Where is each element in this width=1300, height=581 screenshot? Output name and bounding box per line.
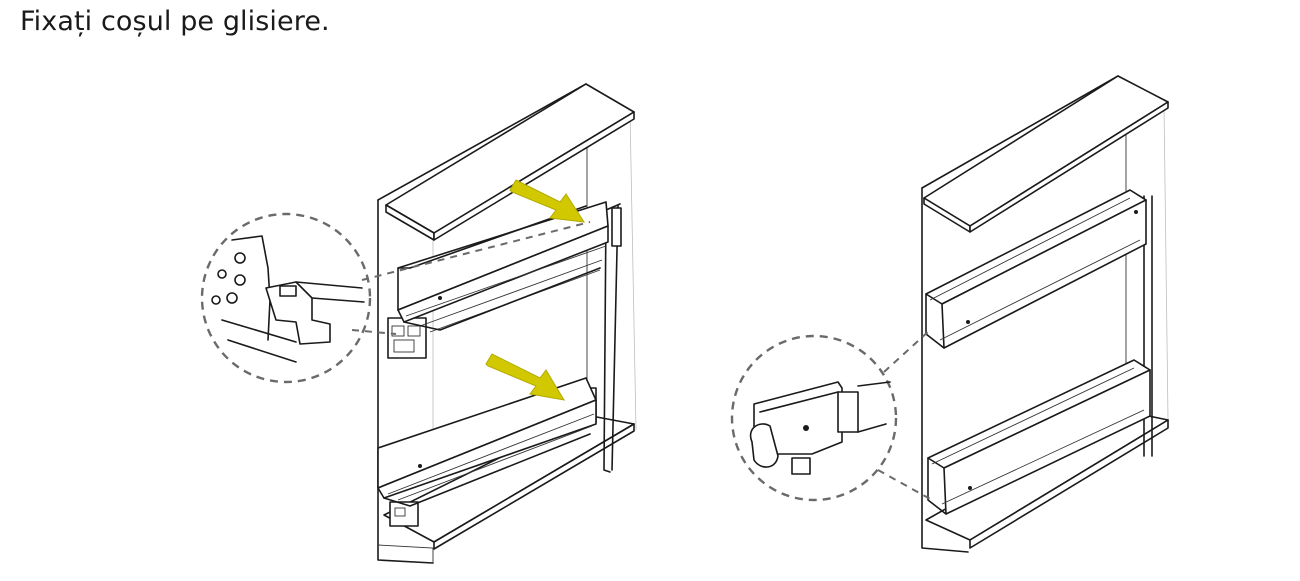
clip-detail — [265, 281, 331, 345]
right-cabinet — [921, 75, 1169, 553]
left-lower-basket — [377, 377, 597, 507]
right-upper-basket — [925, 189, 1147, 349]
right-detail-callout — [730, 329, 933, 502]
left-upper-basket — [397, 201, 609, 333]
right-lower-basket — [927, 359, 1151, 515]
insert-arrow-lower — [485, 353, 565, 401]
insert-arrow-upper — [509, 179, 585, 223]
left-detail-callout — [200, 212, 591, 384]
left-cabinet — [377, 83, 637, 564]
instruction-text: Fixați coșul pe glisiere. — [20, 6, 330, 37]
